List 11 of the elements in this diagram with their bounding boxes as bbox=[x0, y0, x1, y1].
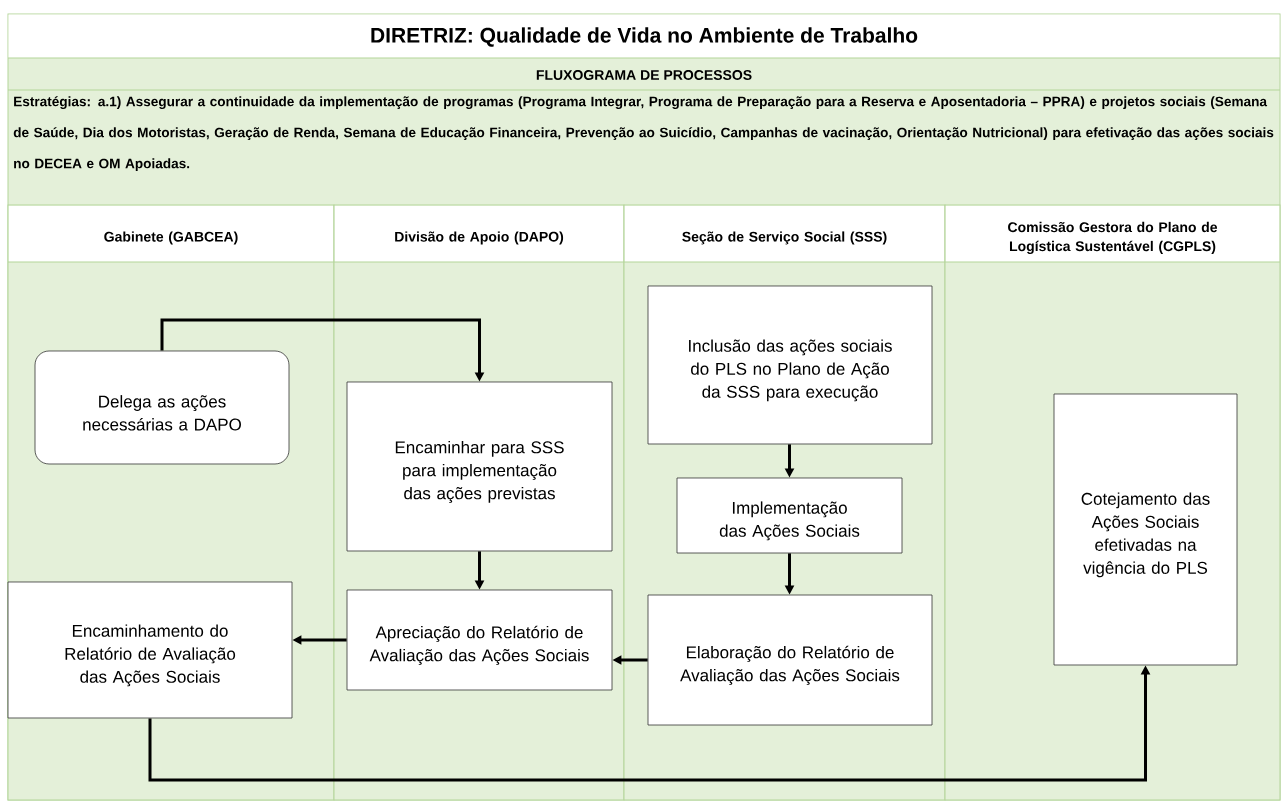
process-box: Implementação das Ações Sociais bbox=[676, 477, 903, 554]
process-box: Elaboração do Relatório de Avaliação das Ações Sociais bbox=[647, 594, 933, 726]
terminal-box: Delega as ações necessárias a DAPO bbox=[34, 350, 290, 465]
process-box: Cotejamento das Ações Sociais efetivadas na vigência do PLS bbox=[1053, 393, 1238, 666]
subtitle: FLUXOGRAMA DE PROCESSOS bbox=[536, 70, 752, 80]
title: DIRETRIZ: Qualidade de Vida no Ambiente de Trabalho bbox=[371, 27, 918, 47]
process-box: Inclusão das ações sociais do PLS no Plano de Ação da SSS para execução bbox=[647, 285, 933, 445]
process-box: Apreciação do Relatório de Avaliação das Ações Sociais bbox=[346, 589, 613, 691]
strategy-text: Estratégias: a.1) Assegurar a continuidade da implementação de programas (Programa Integrar, Programa de Preparação para a Reserva e Aposentadoria – PPRA) e projetos sociais (Semana de Saúde, Dia dos Motoristas, Geração de Renda, Semana de Educação Financeira, Prevenção ao Suicídio, Campanhas de vacinação, Orientação Nutricional) para efetivação das ações sociais no DECEA e OM Apoiadas. bbox=[13, 96, 1274, 171]
process-box: Encaminhar para SSS para implementação das ações previstas bbox=[346, 381, 613, 552]
process-box: Encaminhamento do Relatório de Avaliação das Ações Sociais bbox=[7, 581, 293, 719]
